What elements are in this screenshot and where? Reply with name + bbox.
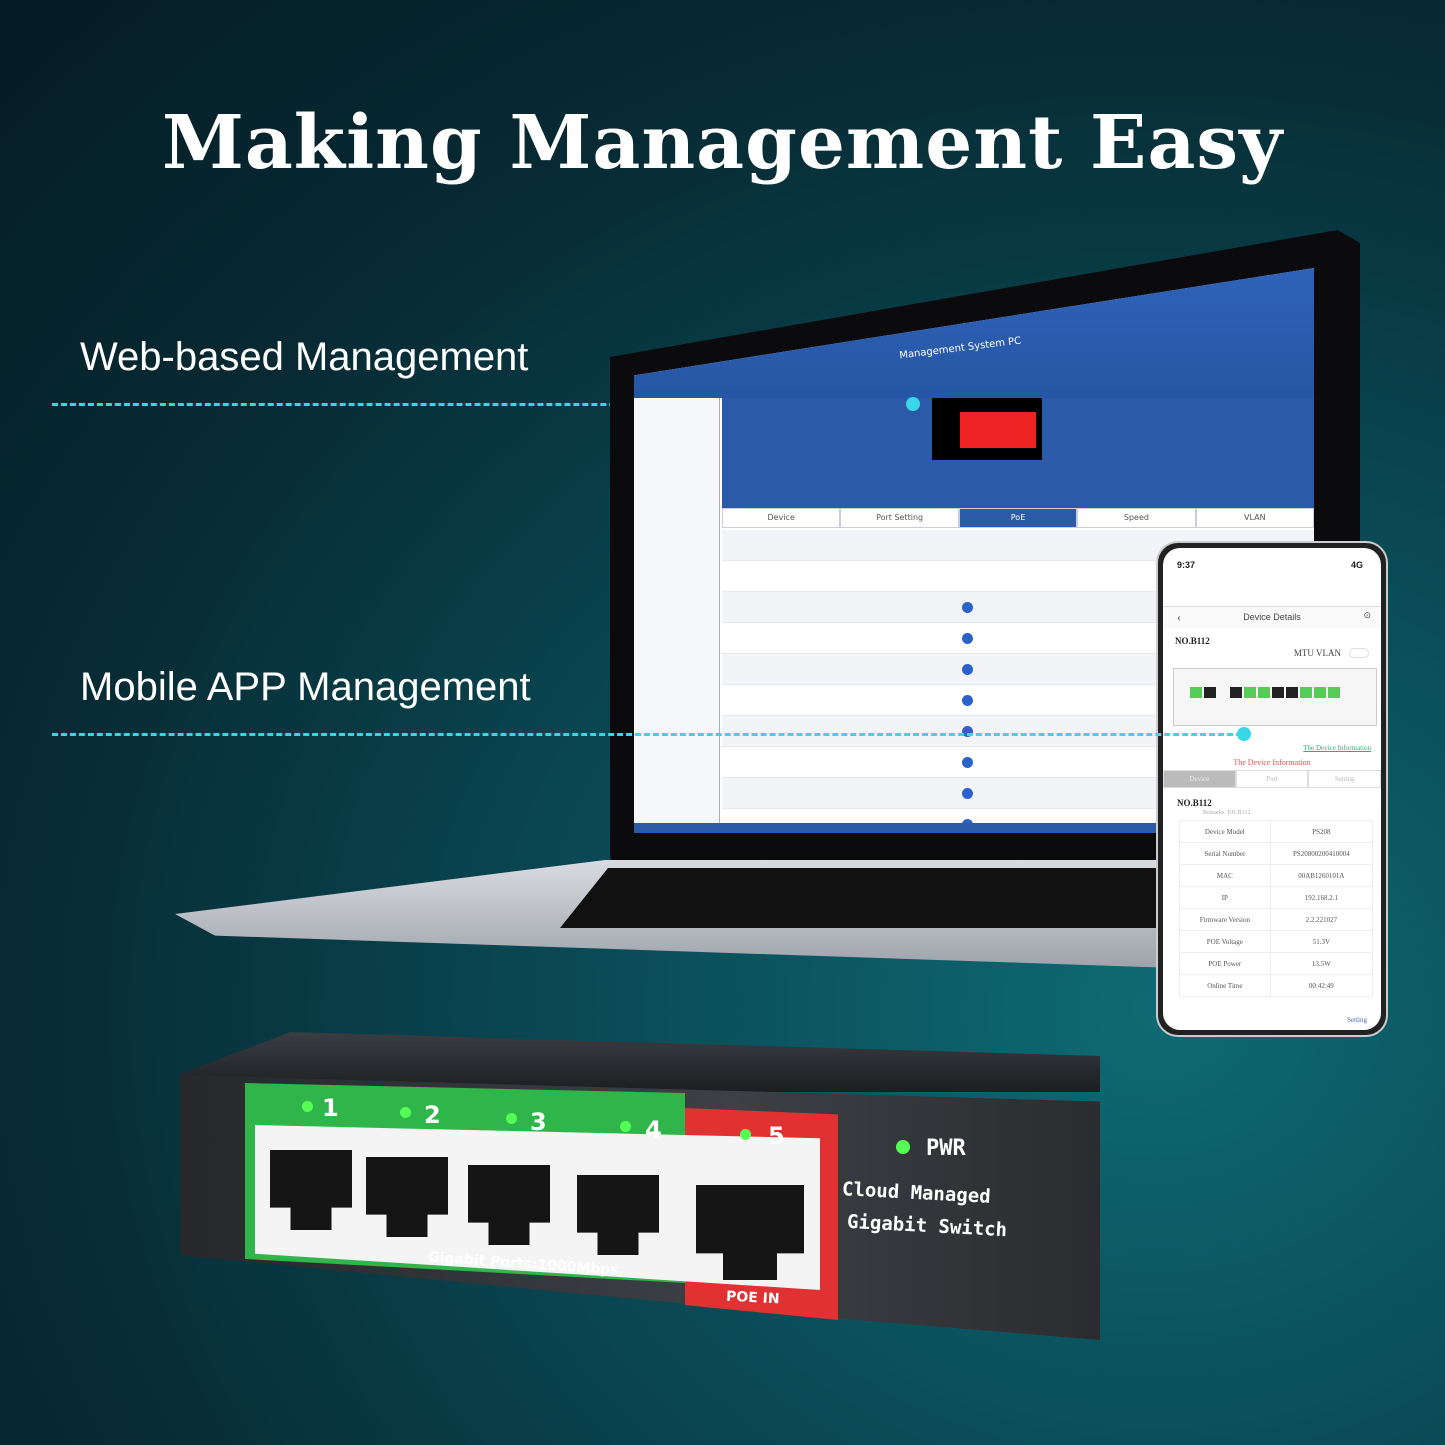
pwr-led <box>896 1140 910 1154</box>
web-ui-sidebar <box>634 398 720 833</box>
led-4 <box>620 1121 631 1132</box>
led-3 <box>506 1113 517 1124</box>
info-key: POE Voltage <box>1179 930 1271 953</box>
led-1 <box>302 1101 313 1112</box>
callout-line-web <box>52 403 912 406</box>
toggle-icon[interactable] <box>962 633 973 644</box>
web-ui-title: Management System PC <box>898 335 1022 362</box>
tab-setting[interactable]: Setting <box>1308 770 1381 788</box>
toggle-icon[interactable] <box>962 726 973 737</box>
phone-tabs: Device Port Setting <box>1163 770 1381 788</box>
tab-device[interactable]: Device <box>722 508 841 528</box>
port-number-2: 2 <box>424 1101 441 1129</box>
info-key: POE Power <box>1179 952 1271 975</box>
port-number-5: 5 <box>768 1122 785 1150</box>
tab-speed[interactable]: Speed <box>1077 508 1196 528</box>
callout-line-mobile <box>52 733 1242 736</box>
phone-screen: 9:37 4G ‹ Device Details ⊙ NO.B112 MTU V… <box>1163 548 1381 1030</box>
headline: Making Management Easy <box>161 100 1284 186</box>
close-icon[interactable]: ⊙ <box>1363 610 1371 620</box>
info-value: 51.3V <box>1269 930 1374 953</box>
port-number-4: 4 <box>645 1116 662 1144</box>
setting-link[interactable]: Setting <box>1347 1016 1367 1024</box>
info-value: 00AB1260101A <box>1269 864 1374 887</box>
switch-thumbnail <box>932 398 1042 460</box>
info-value: PS208 <box>1269 820 1374 843</box>
info-key: Serial Number <box>1179 842 1271 865</box>
status-bar <box>634 823 1314 833</box>
back-icon[interactable]: ‹ <box>1177 610 1181 624</box>
info-key: MAC <box>1179 864 1271 887</box>
laptop-keyboard <box>560 868 1160 928</box>
tab-device[interactable]: Device <box>1163 770 1236 788</box>
tab-vlan[interactable]: VLAN <box>1195 508 1314 528</box>
tab-port-setting[interactable]: Port Setting <box>840 508 959 528</box>
toggle-icon[interactable] <box>962 695 973 706</box>
info-key: Firmware Version <box>1179 908 1271 931</box>
info-value: 13.5W <box>1269 952 1374 975</box>
feature-web: Web-based Management <box>80 335 529 379</box>
pwr-label: PWR <box>926 1136 966 1161</box>
remarks: Remarks: PJ1.B112 <box>1203 810 1251 816</box>
led-5 <box>740 1129 751 1140</box>
callout-dot-mobile <box>1237 727 1251 741</box>
web-ui-header: Management System PC <box>634 268 1314 398</box>
port-number-3: 3 <box>530 1108 547 1136</box>
tab-poe[interactable]: PoE <box>958 508 1078 528</box>
callout-dot-web <box>906 397 920 411</box>
device-panel <box>722 398 1314 508</box>
info-value: 00:42:49 <box>1269 974 1374 997</box>
phone-signal: 4G <box>1350 560 1363 570</box>
switch-diagram <box>1173 668 1377 726</box>
info-value: PS20800200410004 <box>1269 842 1374 865</box>
device-no-2: NO.B112 <box>1177 798 1212 808</box>
phone: 9:37 4G ‹ Device Details ⊙ NO.B112 MTU V… <box>1156 541 1388 1037</box>
section-title: The Device Information <box>1233 758 1311 767</box>
led-2 <box>400 1107 411 1118</box>
toggle-icon[interactable] <box>962 602 973 613</box>
tab-port[interactable]: Port <box>1235 770 1309 788</box>
info-key: IP <box>1179 886 1271 909</box>
info-key: Online Time <box>1179 974 1271 997</box>
mtu-vlan-toggle[interactable] <box>1349 648 1369 658</box>
device-info-link[interactable]: The Device Information <box>1303 744 1371 752</box>
info-value: 192.168.2.1 <box>1269 886 1374 909</box>
phone-time: 9:37 <box>1177 560 1196 570</box>
info-value: 2.2.221027 <box>1269 908 1374 931</box>
port-number-1: 1 <box>322 1094 339 1122</box>
toggle-icon[interactable] <box>962 664 973 675</box>
toggle-icon[interactable] <box>962 788 973 799</box>
toggle-icon[interactable] <box>962 757 973 768</box>
info-key: Device Model <box>1179 820 1271 843</box>
toggle-label: MTU VLAN <box>1293 648 1341 658</box>
phone-header: Device Details <box>1243 612 1301 622</box>
feature-mobile: Mobile APP Management <box>80 665 531 709</box>
device-no: NO.B112 <box>1175 636 1210 646</box>
poe-in-label: POE IN <box>725 1288 780 1308</box>
web-ui-tabs: Device Port Setting PoE Speed VLAN <box>722 508 1314 528</box>
